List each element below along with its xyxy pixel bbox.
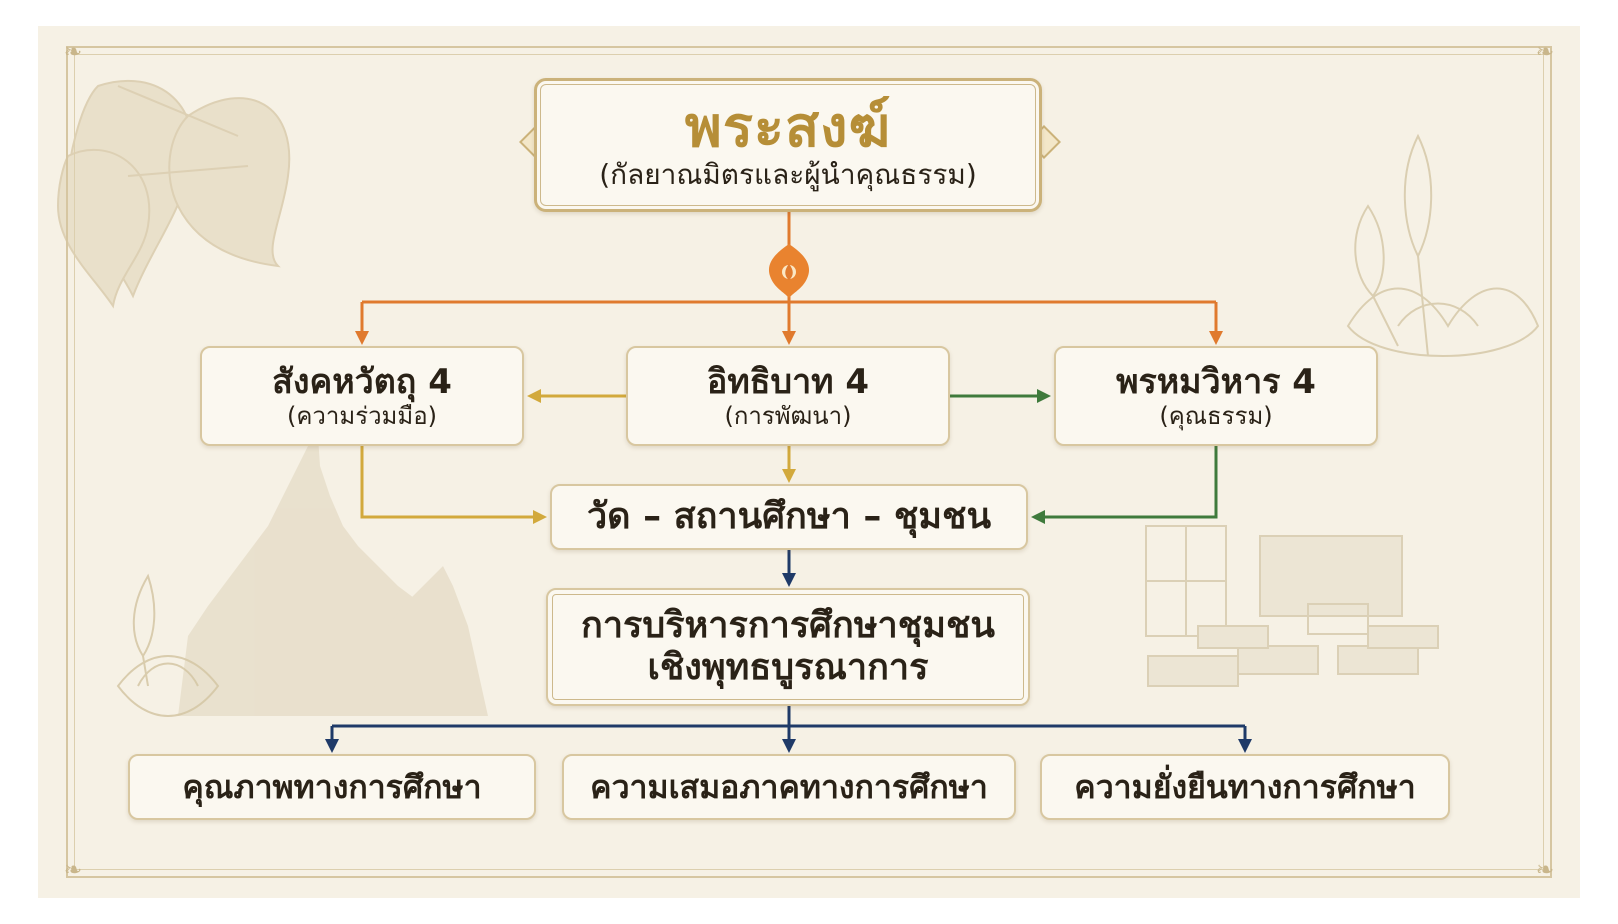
orange-connectors [355,212,1223,345]
connector-lines [325,212,1252,753]
corner-ornament-icon: ❧ [63,40,83,65]
node-title: สังคหวัตถุ 4 [272,362,452,402]
node-title: อิทธิบาท 4 [706,362,870,402]
top-node-title: พระสงฆ์ [684,95,892,160]
decorative-frame-outer [66,46,1552,878]
outcome-label: ความเสมอภาคทางการศึกษา [590,768,988,806]
outcome-label: ความยั่งยืนทางการศึกษา [1074,768,1416,806]
top-node-subtitle: (กัลยาณมิตรและผู้นำคุณธรรม) [599,158,977,191]
green-connectors [950,389,1218,524]
outcome-sustainability: ความยั่งยืนทางการศึกษา [1040,754,1450,820]
diagram-canvas: ❧ ❧ ❧ ❧ [38,26,1580,898]
navy-connectors [325,550,1252,753]
node-sangkhawatthu: สังคหวัตถุ 4 (ความร่วมมือ) [200,346,524,446]
node-subtitle: (คุณธรรม) [1159,402,1273,430]
node-itthibat: อิทธิบาท 4 (การพัฒนา) [626,346,950,446]
node-title: วัด – สถานศึกษา – ชุมชน [586,496,992,537]
node-phromwihan: พรหมวิหาร 4 (คุณธรรม) [1054,346,1378,446]
node-subtitle: (ความร่วมมือ) [287,402,437,430]
node-title: พรหมวิหาร 4 [1116,362,1316,402]
gold-connectors [360,389,796,524]
node-title-line2: เชิงพุทธบูรณาการ [647,647,929,688]
node-temple-school-community: วัด – สถานศึกษา – ชุมชน [550,484,1028,550]
outcome-equity: ความเสมอภาคทางการศึกษา [562,754,1016,820]
node-subtitle: (การพัฒนา) [724,402,852,430]
decorative-frame-inner [74,54,1544,870]
outcome-quality: คุณภาพทางการศึกษา [128,754,536,820]
top-node-monks: พระสงฆ์ (กัลยาณมิตรและผู้นำคุณธรรม) [534,78,1042,212]
node-title-line1: การบริหารการศึกษาชุมชน [581,605,995,646]
corner-ornament-icon: ❧ [63,858,83,883]
outcome-label: คุณภาพทางการศึกษา [182,768,482,806]
flame-ornament-icon [768,244,810,298]
corner-ornament-icon: ❧ [1535,858,1555,883]
corner-ornament-icon: ❧ [1535,40,1555,65]
node-education-management: การบริหารการศึกษาชุมชน เชิงพุทธบูรณาการ [546,588,1030,706]
